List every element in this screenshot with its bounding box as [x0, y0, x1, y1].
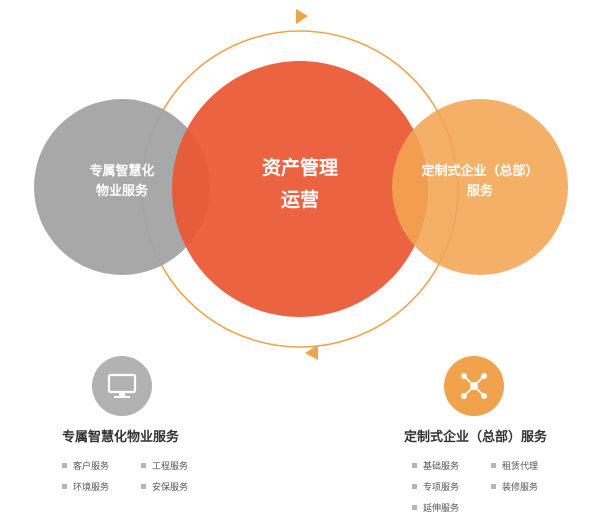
right-circle-line2: 服务 — [466, 184, 493, 200]
bullet-icon — [412, 463, 417, 468]
center-circle-label: 资产管理 运营 — [222, 152, 378, 217]
center-circle-line1: 资产管理 — [261, 157, 338, 179]
right-service-label: 延伸服务 — [423, 504, 460, 514]
network-nodes-icon — [444, 356, 504, 416]
monitor-icon — [92, 356, 152, 416]
right-service-item: 专项服务 — [412, 480, 459, 493]
left-circle-line2: 物业服务 — [95, 184, 148, 200]
right-service-label: 装修服务 — [502, 483, 539, 493]
left-service-label: 客户服务 — [73, 462, 110, 472]
bullet-icon — [141, 463, 146, 468]
right-circle-label: 定制式企业（总部） 服务 — [392, 162, 568, 202]
center-circle-line2: 运营 — [280, 189, 319, 212]
left-circle-line1: 专属智慧化 — [89, 164, 155, 179]
orbit-arrow-top-icon — [296, 9, 308, 24]
right-service-item: 装修服务 — [491, 480, 538, 493]
left-service-item: 环境服务 — [62, 480, 109, 493]
left-service-label: 工程服务 — [152, 462, 189, 472]
right-service-label: 租赁代理 — [502, 462, 539, 472]
right-circle — [392, 99, 568, 275]
bullet-icon — [62, 484, 67, 489]
bullet-icon — [412, 505, 417, 510]
bullet-icon — [141, 484, 146, 489]
right-service-item: 基础服务 — [412, 459, 459, 472]
right-circle-line1: 定制式企业（总部） — [421, 164, 539, 179]
left-section-title: 专属智慧化物业服务 — [62, 430, 180, 445]
left-circle-label: 专属智慧化 物业服务 — [34, 162, 210, 202]
left-circle — [34, 99, 210, 275]
right-service-item: 延伸服务 — [412, 501, 459, 514]
left-service-item: 客户服务 — [62, 459, 109, 472]
center-circle — [172, 61, 428, 317]
left-service-item: 安保服务 — [141, 480, 188, 493]
orbit-arrow-bottom-icon — [305, 345, 318, 360]
bullet-icon — [62, 463, 67, 468]
bullet-icon — [491, 463, 496, 468]
right-service-item: 租赁代理 — [491, 459, 538, 472]
right-section-title: 定制式企业（总部）服务 — [404, 430, 548, 445]
bullet-icon — [491, 484, 496, 489]
left-service-item: 工程服务 — [141, 459, 188, 472]
right-service-label: 专项服务 — [423, 483, 460, 493]
right-service-label: 基础服务 — [423, 462, 460, 472]
left-service-label: 安保服务 — [152, 483, 189, 493]
left-service-label: 环境服务 — [73, 483, 110, 493]
bullet-icon — [412, 484, 417, 489]
